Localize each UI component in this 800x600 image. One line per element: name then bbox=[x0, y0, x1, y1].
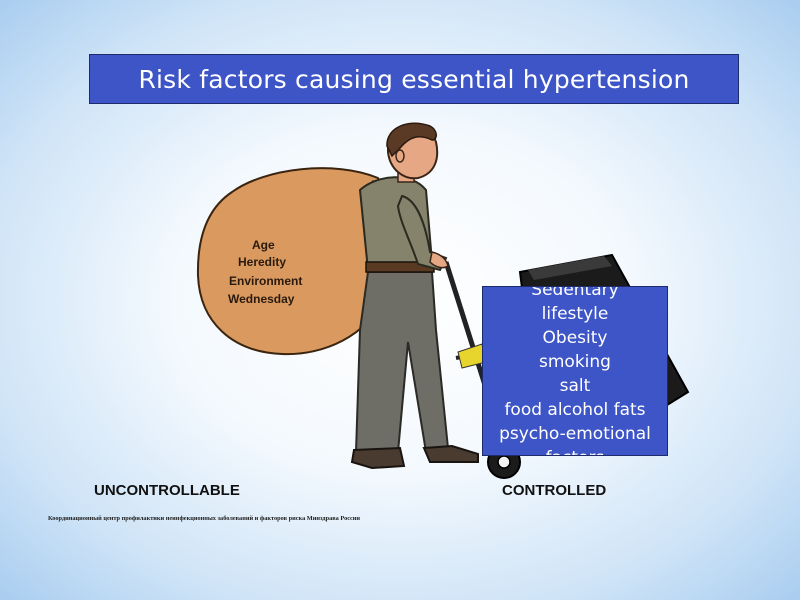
factor-wednesday: Wednesday bbox=[228, 292, 295, 306]
source-footnote: Координационный центр профилактики неинф… bbox=[48, 515, 361, 522]
factor-heredity: Heredity bbox=[238, 255, 287, 269]
sack bbox=[196, 167, 391, 356]
slide-title-text: Risk factors causing essential hypertens… bbox=[138, 64, 690, 94]
controlled-item: smoking bbox=[539, 352, 611, 372]
uncontrollable-label: UNCONTROLLABLE bbox=[94, 482, 240, 499]
controlled-item: Sedentary bbox=[531, 286, 619, 300]
controlled-item: psycho-emotional bbox=[499, 424, 651, 444]
factor-environment: Environment bbox=[229, 274, 303, 288]
slide-title: Risk factors causing essential hypertens… bbox=[89, 54, 739, 104]
factor-age: Age bbox=[252, 238, 275, 252]
controlled-label: CONTROLLED bbox=[502, 482, 607, 499]
controlled-factors-box: Sedentary lifestyle Obesity smoking salt… bbox=[482, 286, 668, 456]
controlled-item: factors bbox=[483, 446, 667, 455]
man-figure bbox=[350, 122, 479, 470]
controlled-item: lifestyle bbox=[541, 304, 609, 324]
controlled-item: food alcohol fats bbox=[504, 400, 646, 420]
controlled-item: salt bbox=[559, 376, 591, 396]
controlled-item: Obesity bbox=[542, 328, 608, 348]
